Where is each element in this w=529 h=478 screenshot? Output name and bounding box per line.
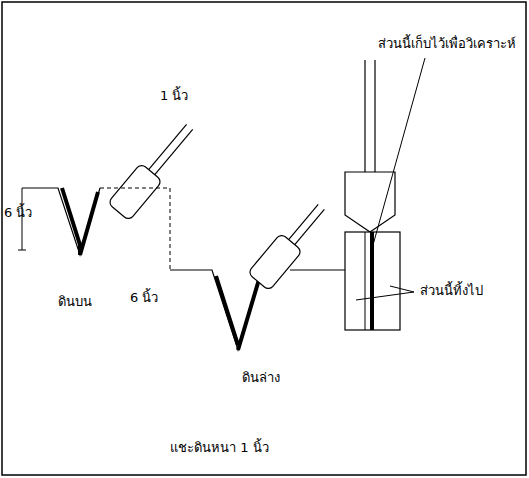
layer-label: ดินล่าง <box>242 370 280 386</box>
soil-block <box>345 60 400 330</box>
shovel <box>108 118 201 221</box>
guide-line <box>100 188 170 270</box>
layer-label: ดินบน <box>58 294 92 310</box>
shovel <box>248 198 332 291</box>
soil-slice <box>216 276 260 350</box>
soil-surface <box>290 269 345 270</box>
soil-surface <box>22 188 100 255</box>
leader-line <box>373 58 425 245</box>
leader-line <box>390 286 414 292</box>
caption-note: แชะดินหนา 1 นิ้ว <box>170 440 269 456</box>
dimension-label: 1 นิ้ว <box>160 88 188 104</box>
callout-label: ส่วนนี้ทิ้งไป <box>420 283 483 299</box>
soil-surface <box>170 270 262 350</box>
soil-slice <box>62 188 98 255</box>
leader-line <box>356 292 414 300</box>
dimension-label: 6 นิ้ว <box>4 205 32 221</box>
dimension-tick <box>18 250 26 251</box>
callout-label: ส่วนนี้เก็บไว้เพื่อวิเคราะห์ <box>378 36 516 52</box>
dimension-label: 6 นิ้ว <box>130 290 158 306</box>
